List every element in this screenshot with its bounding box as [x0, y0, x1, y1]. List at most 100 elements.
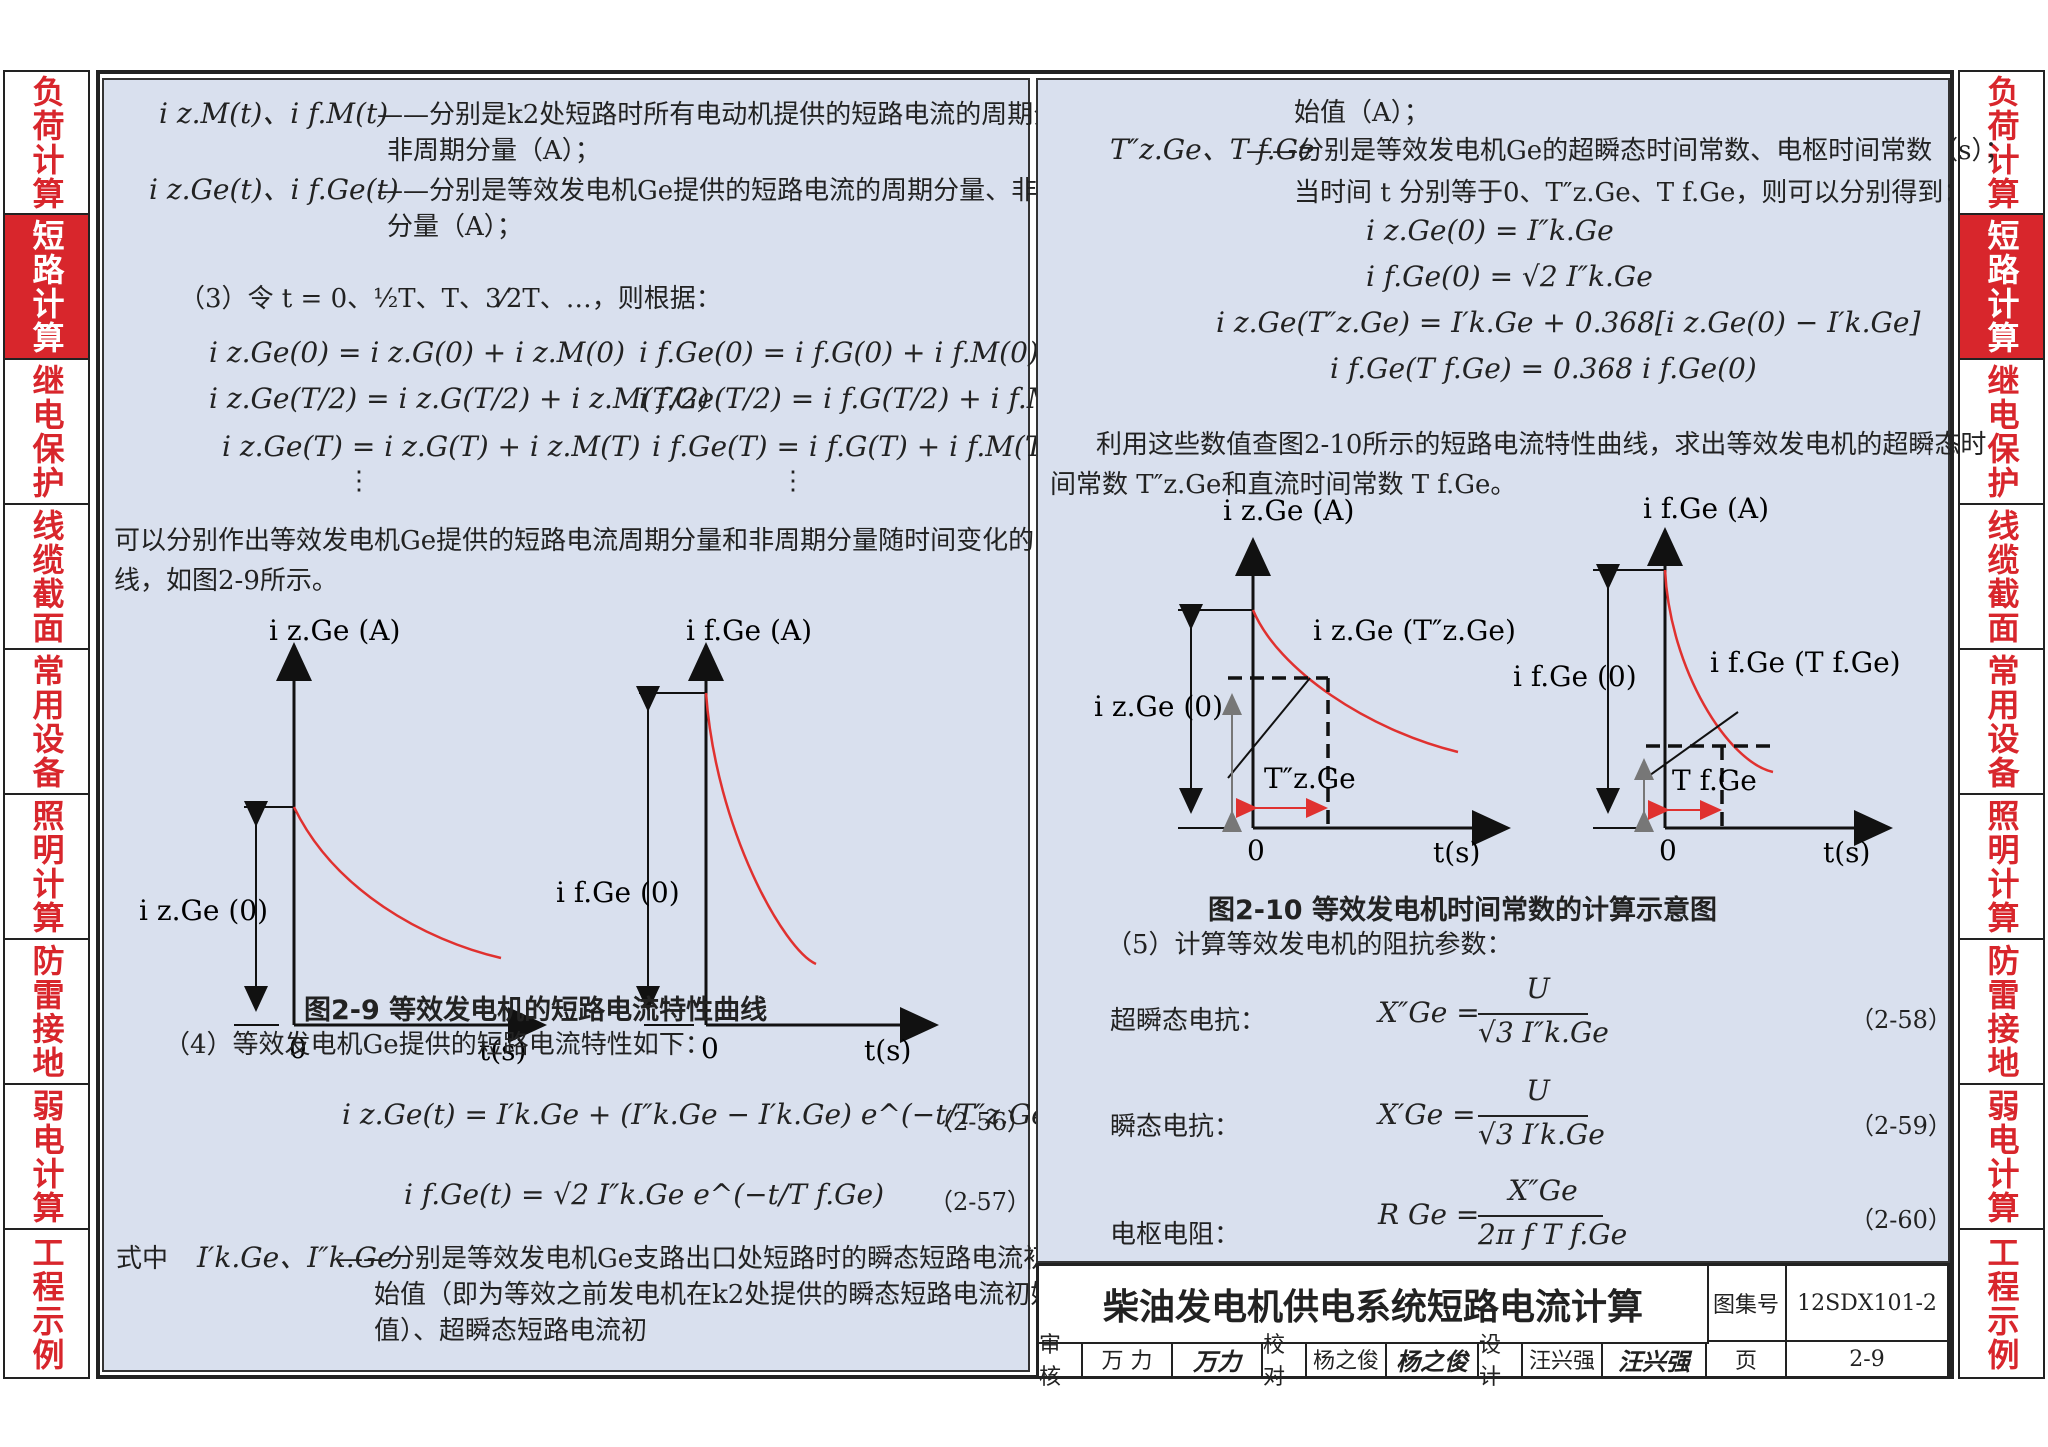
x3-lhs: R Ge = [1378, 1198, 1480, 1231]
x1-label: 超瞬态电抗： [1110, 1006, 1267, 1036]
page-label: 页 [1707, 1342, 1787, 1376]
fig10a-x-label: t(s) [1433, 836, 1480, 869]
fig10a-y-label: i z.Ge (A) [1223, 494, 1354, 527]
right-paragraph-line2: 间常数 T″z.Ge和直流时间常数 T f.Ge。 [1050, 470, 1517, 500]
fig9a-y-label: i z.Ge (A) [269, 614, 400, 647]
design-name: 汪兴强 [1523, 1342, 1603, 1376]
equation-2-56-number: （2-56） [929, 1108, 1031, 1136]
tab-lightning[interactable]: 防雷接地 [3, 940, 90, 1085]
fig10b-y-label: i f.Ge (A) [1643, 492, 1769, 525]
fig10a-curve [1251, 609, 1459, 754]
x2-numerator: U [1526, 1074, 1550, 1107]
tab-short-circuit[interactable]: 短路计算 [1958, 215, 2045, 360]
fig9b-origin: 0 [701, 1032, 719, 1065]
x3-label: 电枢电阻： [1110, 1220, 1241, 1250]
fig9b-curve [704, 692, 817, 966]
def2-symbol: i z.Ge(t)、i f.Ge(t) [149, 173, 399, 206]
right-side-tabs: 负荷计算 短路计算 继电保护 线缆截面 常用设备 照明计算 防雷接地 弱电计算 … [1958, 70, 2045, 1379]
def2-text-a: ——分别是等效发电机Ge提供的短路电流的周期分量、非周期 [377, 176, 1090, 206]
check-name: 杨之俊 [1307, 1342, 1387, 1376]
when-text: 当时间 t 分别等于0、T″z.Ge、T f.Ge，则可以分别得到： [1294, 178, 1970, 208]
fig10a-level-label: i z.Ge (0) [1094, 690, 1223, 723]
tab-lighting[interactable]: 照明计算 [1958, 795, 2045, 940]
result-eq-1: i z.Ge(0) = I″k.Ge [1366, 214, 1614, 247]
x3-numerator: X″Ge [1508, 1174, 1578, 1207]
fig9b-x-label: t(s) [864, 1034, 911, 1067]
where-symbols: I′k.Ge、I″k.Ge [197, 1241, 394, 1274]
fig10b-curve [1663, 569, 1774, 774]
tab-load-calc[interactable]: 负荷计算 [1958, 70, 2045, 215]
check-label: 校对 [1263, 1333, 1307, 1390]
tab-weak-current[interactable]: 弱电计算 [3, 1085, 90, 1230]
fig9b-level-label: i f.Ge (0) [556, 876, 680, 909]
fig10a-origin: 0 [1247, 834, 1265, 867]
x3-fraction-bar [1478, 1215, 1603, 1217]
def1-symbol: i z.M(t)、i f.M(t) [159, 97, 389, 130]
step5-text: （5）计算等效发电机的阻抗参数： [1106, 930, 1513, 960]
equation-2-57-number: （2-57） [929, 1188, 1031, 1216]
left-content-panel: i z.M(t)、i f.M(t) ——分别是k2处短路时所有电动机提供的短路电… [102, 78, 1123, 1372]
fig10b-level-label: i f.Ge (0) [1513, 660, 1637, 693]
tab-examples[interactable]: 工程示例 [1958, 1230, 2045, 1379]
vdots-b: ⋮ [780, 466, 806, 496]
tab-weak-current[interactable]: 弱电计算 [1958, 1085, 2045, 1230]
fig10b-x-label: t(s) [1823, 836, 1870, 869]
eq-a2: i z.Ge(T/2) = i z.G(T/2) + i z.M(T/2) [209, 382, 710, 415]
fig9-caption: 图2-9 等效发电机的短路电流特性曲线 [304, 995, 768, 1026]
drawing-title: 柴油发电机供电系统短路电流计算 [1039, 1266, 1709, 1344]
fig9a-x-label: t(s) [479, 1034, 526, 1067]
def1-text-a: ——分别是k2处短路时所有电动机提供的短路电流的周期分量、 [377, 100, 1112, 130]
right-paragraph-line1: 利用这些数值查图2-10所示的短路电流特性曲线，求出等效发电机的超瞬态时 [1096, 430, 1987, 460]
fig9a-curve [292, 806, 502, 960]
tab-cable-section[interactable]: 线缆截面 [3, 505, 90, 650]
tab-short-circuit[interactable]: 短路计算 [3, 215, 90, 360]
def2-text-b: 分量（A）； [387, 212, 523, 242]
fig10a-point-label: i z.Ge (T″z.Ge) [1313, 614, 1516, 647]
design-signature: 汪兴强 [1603, 1342, 1707, 1376]
fig10b-origin: 0 [1659, 834, 1677, 867]
eq-a1: i z.Ge(0) = i z.G(0) + i z.M(0) [209, 336, 626, 369]
tab-cable-section[interactable]: 线缆截面 [1958, 505, 2045, 650]
tab-examples[interactable]: 工程示例 [3, 1230, 90, 1379]
tab-equipment[interactable]: 常用设备 [3, 650, 90, 795]
fig10-caption: 图2-10 等效发电机时间常数的计算示意图 [1208, 895, 1717, 926]
x1-fraction-bar [1478, 1013, 1588, 1015]
figure-2-9: i z.Ge (A) i z.Ge (0) 0 t(s) i f.Ge (A) … [139, 614, 939, 1067]
equation-2-56: i z.Ge(t) = I′k.Ge + (I″k.Ge − I′k.Ge) e… [342, 1098, 1059, 1131]
eq-b3: i f.Ge(T) = i f.G(T) + i f.M(T) [652, 430, 1055, 463]
tab-lightning[interactable]: 防雷接地 [1958, 940, 2045, 1085]
result-eq-4: i f.Ge(T f.Ge) = 0.368 i f.Ge(0) [1330, 352, 1757, 385]
design-label: 设计 [1479, 1333, 1523, 1390]
tab-relay-protection[interactable]: 继电保护 [3, 360, 90, 505]
tab-equipment[interactable]: 常用设备 [1958, 650, 2045, 795]
x3-denominator: 2π f T f.Ge [1478, 1218, 1628, 1251]
fig9a-level-label: i z.Ge (0) [139, 894, 268, 927]
page-frame [96, 70, 1954, 1379]
where-text-c: 值）、超瞬态短路电流初 [374, 1316, 648, 1346]
title-block: 柴油发电机供电系统短路电流计算 图集号 12SDX101-2 审核 万 力 万力… [1036, 1263, 1950, 1390]
x2-number: （2-59） [1850, 1112, 1952, 1140]
step4-text: （4）等效发电机Ge提供的短路电流特性如下： [164, 1030, 711, 1060]
x2-fraction-bar [1478, 1115, 1588, 1117]
x3-number: （2-60） [1850, 1206, 1952, 1234]
review-signature: 万力 [1173, 1342, 1263, 1376]
result-eq-3: i z.Ge(T″z.Ge) = I′k.Ge + 0.368[i z.Ge(0… [1216, 306, 1921, 339]
x2-lhs: X′Ge = [1378, 1098, 1476, 1131]
fig10b-point-label: i f.Ge (T f.Ge) [1710, 646, 1901, 679]
figure-2-10: i z.Ge (A) i z.Ge (0) i z.Ge (T″z.Ge) T″… [1094, 492, 1901, 869]
continued-text: 始值（A）； [1294, 98, 1430, 128]
x2-label: 瞬态电抗： [1110, 1112, 1241, 1142]
result-eq-2: i f.Ge(0) = √2 I″k.Ge [1366, 260, 1653, 293]
where-text-b: 始值（即为等效之前发电机在k2处提供的瞬态短路电流初始 [374, 1280, 1057, 1310]
fig9a-origin: 0 [289, 1032, 307, 1065]
tab-load-calc[interactable]: 负荷计算 [3, 70, 90, 215]
tab-lighting[interactable]: 照明计算 [3, 795, 90, 940]
review-label: 审核 [1039, 1333, 1083, 1390]
tab-relay-protection[interactable]: 继电保护 [1958, 360, 2045, 505]
def1-text-b: 非周期分量（A）； [387, 136, 601, 166]
right-content-panel: 始值（A）； T″z.Ge、T f.Ge ——分别是等效发电机Ge的超瞬态时间常… [1036, 78, 2011, 1263]
review-name: 万 力 [1083, 1342, 1173, 1376]
eq-b1: i f.Ge(0) = i f.G(0) + i f.M(0) [639, 336, 1039, 369]
eq-a3: i z.Ge(T) = i z.G(T) + i z.M(T) [222, 430, 641, 463]
left-paragraph-line1: 可以分别作出等效发电机Ge提供的短路电流周期分量和非周期分量随时间变化的曲 [114, 526, 1061, 556]
